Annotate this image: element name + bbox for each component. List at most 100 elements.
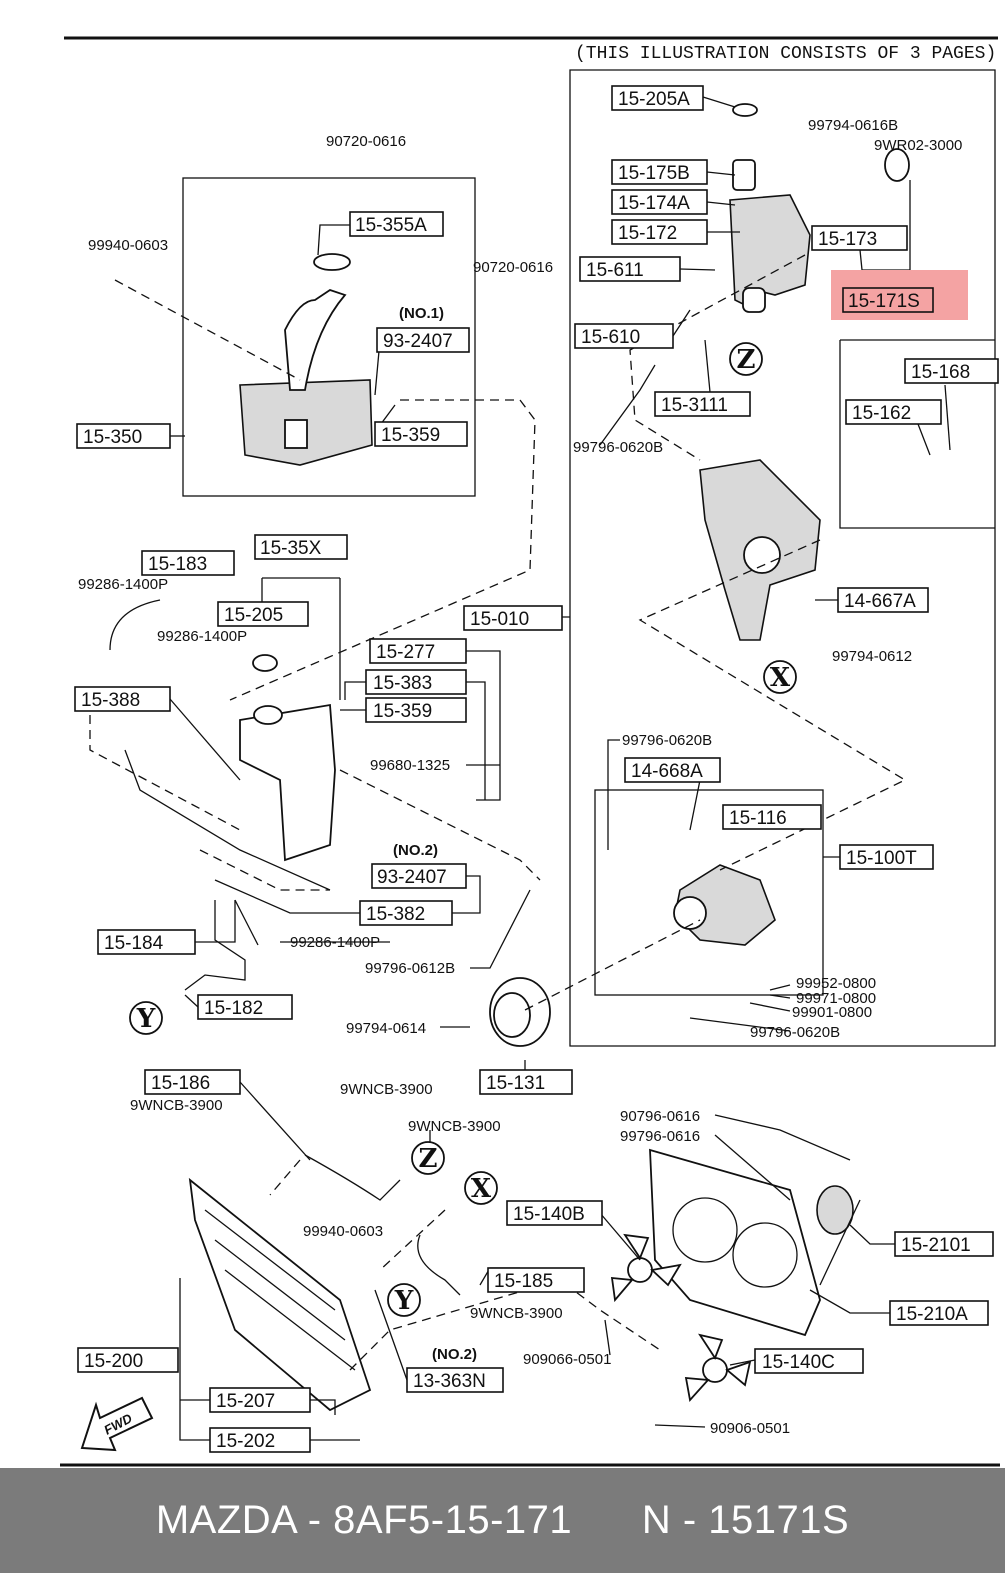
callout-15-277: 15-277 bbox=[369, 638, 467, 664]
svg-text:15-140B: 15-140B bbox=[513, 1204, 585, 1225]
footer-oem-number: MAZDA - 8AF5-15-171 bbox=[155, 1498, 573, 1542]
svg-text:15-200: 15-200 bbox=[84, 1351, 143, 1372]
callout-15-388: 15-388 bbox=[74, 686, 171, 712]
coolant-tank bbox=[239, 654, 336, 862]
svg-text:Z: Z bbox=[419, 1144, 438, 1174]
svg-text:15-174A: 15-174A bbox=[618, 193, 690, 214]
hoses bbox=[109, 599, 461, 1296]
callout-15-359-top: 15-359 bbox=[374, 421, 468, 447]
svg-text:15-140C: 15-140C bbox=[762, 1352, 835, 1373]
forward-arrow-icon: FWD bbox=[80, 1396, 154, 1452]
footer-bar: MAZDA - 8AF5-15-171 N - 15171S bbox=[0, 1468, 1005, 1573]
callout-15-140C: 15-140C bbox=[754, 1348, 864, 1374]
callout-15-200: 15-200 bbox=[77, 1347, 179, 1373]
svg-text:X: X bbox=[770, 663, 791, 693]
svg-text:15-116: 15-116 bbox=[729, 808, 787, 829]
part-number: 9WR02-3000 bbox=[874, 137, 962, 154]
svg-text:15-388: 15-388 bbox=[81, 690, 140, 711]
callout-15-611: 15-611 bbox=[579, 256, 681, 282]
callout-15-210A: 15-210A bbox=[889, 1300, 989, 1326]
part-number: 99796-0620B bbox=[750, 1024, 840, 1041]
svg-text:15-611: 15-611 bbox=[586, 260, 644, 281]
marker-x: X bbox=[464, 1171, 498, 1205]
part-number: 90906-0501 bbox=[710, 1420, 790, 1437]
callout-14-668A: 14-668A bbox=[624, 757, 721, 783]
svg-text:15-205A: 15-205A bbox=[618, 89, 690, 110]
svg-text:X: X bbox=[471, 1174, 492, 1204]
callout-93-2407-no2: 93-2407 bbox=[371, 863, 467, 889]
part-number: 99901-0800 bbox=[792, 1004, 872, 1021]
part-number: 99286-1400P bbox=[157, 628, 247, 645]
callout-13-363N: 13-363N bbox=[406, 1367, 504, 1393]
callout-15-383: 15-383 bbox=[365, 669, 467, 695]
svg-text:Y: Y bbox=[394, 1286, 414, 1316]
illustration-note: (THIS ILLUSTRATION CONSISTS OF 3 PAGES) bbox=[575, 44, 996, 64]
callout-15-186: 15-186 bbox=[144, 1069, 241, 1095]
svg-text:15-186: 15-186 bbox=[151, 1073, 210, 1094]
part-number: 909066-0501 bbox=[523, 1351, 611, 1368]
svg-text:15-205: 15-205 bbox=[224, 605, 283, 626]
part-number: 90796-0616 bbox=[620, 1108, 700, 1125]
thermostat-housing bbox=[729, 103, 910, 313]
svg-text:15-162: 15-162 bbox=[852, 403, 911, 424]
callout-15-610: 15-610 bbox=[574, 323, 674, 349]
callout-15-205: 15-205 bbox=[217, 601, 309, 627]
callout-15-174A: 15-174A bbox=[611, 189, 708, 215]
callout-15-131: 15-131 bbox=[479, 1069, 573, 1095]
svg-text:Y: Y bbox=[136, 1004, 156, 1034]
callout-15-382: 15-382 bbox=[359, 900, 453, 926]
part-number: 9WNCB-3900 bbox=[408, 1118, 501, 1135]
svg-text:15-010: 15-010 bbox=[470, 609, 529, 630]
parts-diagram: (THIS ILLUSTRATION CONSISTS OF 3 PAGES) bbox=[60, 36, 1000, 1467]
water-pump-group-frame bbox=[569, 69, 996, 1047]
sublabel-no1: (NO.1) bbox=[399, 305, 444, 322]
reservoir-tank bbox=[239, 253, 373, 466]
callout-15-183: 15-183 bbox=[141, 550, 235, 576]
callout-15-184: 15-184 bbox=[97, 929, 196, 955]
callout-15-35X: 15-35X bbox=[254, 534, 348, 560]
svg-text:15-173: 15-173 bbox=[818, 229, 877, 250]
part-number: 90720-0616 bbox=[326, 133, 406, 150]
svg-text:15-182: 15-182 bbox=[204, 998, 263, 1019]
callout-15-359-mid: 15-359 bbox=[365, 697, 467, 723]
svg-text:15-131: 15-131 bbox=[486, 1073, 545, 1094]
water-pump bbox=[673, 864, 776, 946]
svg-text:15-172: 15-172 bbox=[618, 223, 677, 244]
footer-part-code: N - 15171S bbox=[641, 1498, 850, 1542]
part-number: 99940-0603 bbox=[88, 237, 168, 254]
svg-text:15-171S: 15-171S bbox=[848, 291, 920, 312]
svg-text:93-2407: 93-2407 bbox=[383, 331, 453, 352]
svg-text:15-207: 15-207 bbox=[216, 1391, 275, 1412]
sublabel-no2: (NO.2) bbox=[432, 1346, 477, 1363]
callout-15-140B: 15-140B bbox=[506, 1200, 603, 1226]
callout-15-205A: 15-205A bbox=[611, 85, 704, 111]
callout-15-350: 15-350 bbox=[76, 423, 171, 449]
part-number: 90720-0616 bbox=[473, 259, 553, 276]
fan-blades bbox=[610, 1233, 752, 1402]
callout-15-168: 15-168 bbox=[904, 358, 999, 384]
callout-15-202: 15-202 bbox=[209, 1427, 311, 1453]
svg-text:15-100T: 15-100T bbox=[846, 848, 917, 869]
svg-text:15-35X: 15-35X bbox=[260, 538, 322, 559]
radiator bbox=[188, 1177, 372, 1412]
part-number: 99971-0800 bbox=[796, 990, 876, 1007]
marker-x: X bbox=[763, 660, 797, 694]
svg-text:15-277: 15-277 bbox=[376, 642, 435, 663]
part-number: 99794-0616B bbox=[808, 117, 898, 134]
callout-93-2407-no1: 93-2407 bbox=[376, 327, 470, 353]
svg-text:15-184: 15-184 bbox=[104, 933, 164, 954]
marker-z: Z bbox=[411, 1141, 445, 1175]
callout-15-175B: 15-175B bbox=[611, 159, 708, 185]
svg-text:15-350: 15-350 bbox=[83, 427, 142, 448]
part-number: 99286-1400P bbox=[290, 934, 380, 951]
callout-15-207: 15-207 bbox=[209, 1387, 311, 1413]
callout-15-355A: 15-355A bbox=[349, 211, 444, 237]
callout-15-173: 15-173 bbox=[811, 225, 908, 251]
part-number: 9WNCB-3900 bbox=[340, 1081, 433, 1098]
callout-15-171S: 15-171S bbox=[842, 287, 934, 313]
part-number: 9WNCB-3900 bbox=[130, 1097, 223, 1114]
part-number: 99940-0603 bbox=[303, 1223, 383, 1240]
svg-text:15-202: 15-202 bbox=[216, 1431, 275, 1452]
marker-y: Y bbox=[387, 1283, 421, 1317]
svg-text:93-2407: 93-2407 bbox=[377, 867, 447, 888]
